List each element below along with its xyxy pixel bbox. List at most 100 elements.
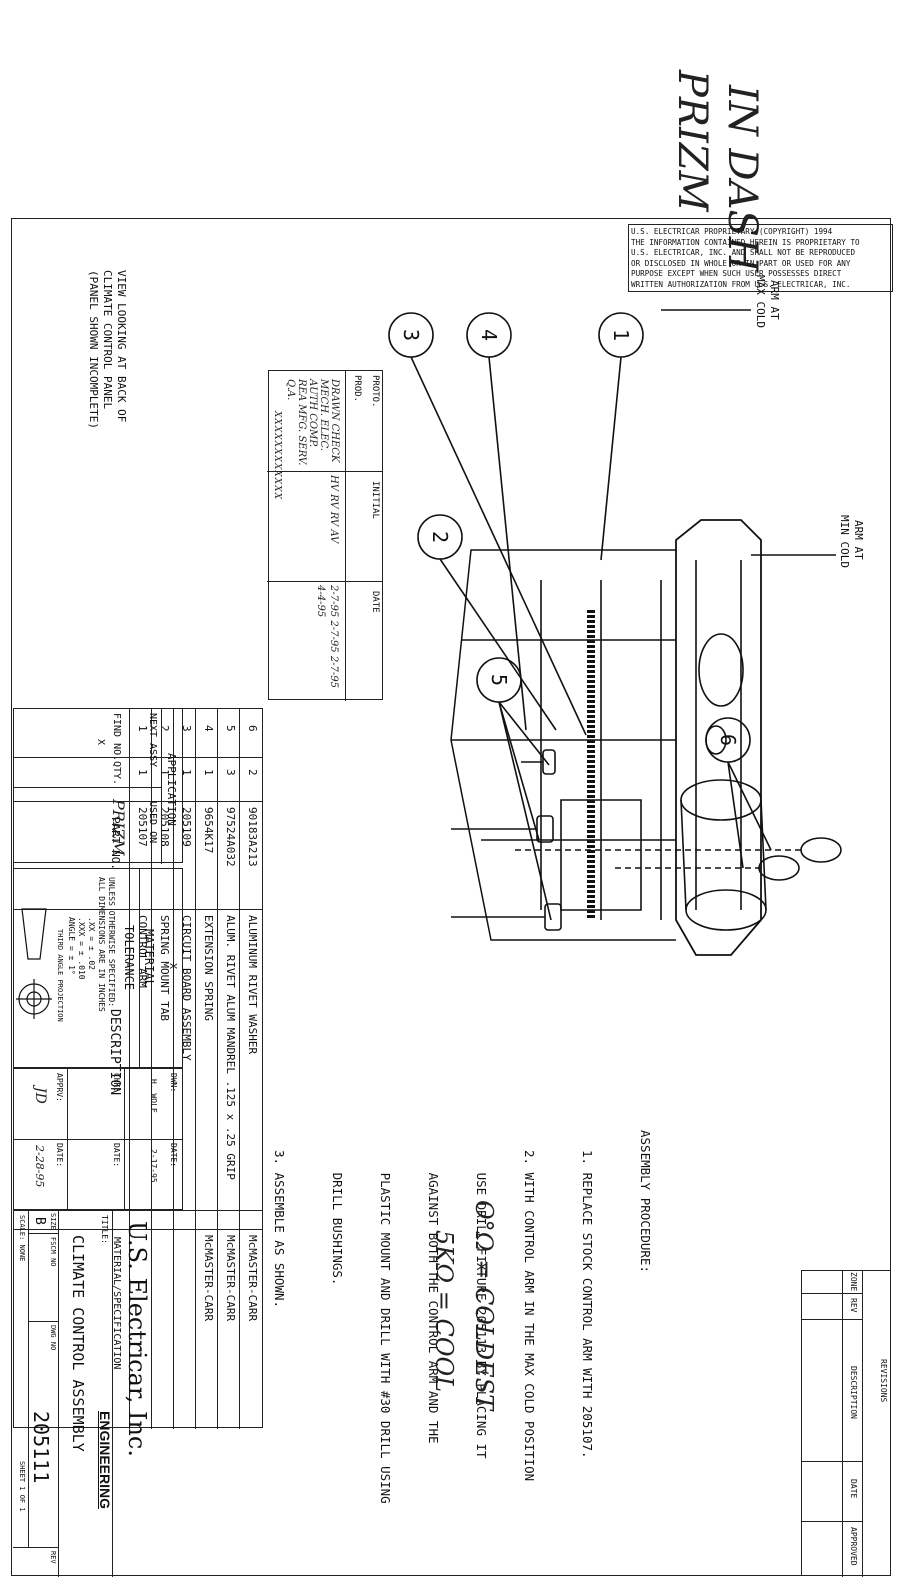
check-mark: X — [272, 418, 282, 426]
role-check: CHECK — [329, 423, 340, 463]
role-qa: Q.A. — [285, 379, 296, 401]
role-comp: COMP. — [307, 413, 318, 448]
prod-header: PROD. — [352, 375, 362, 403]
fscm-label: FSCM NO — [49, 1237, 57, 1267]
view-note: VIEW LOOKING AT BACK OF CLIMATE CONTROL … — [86, 270, 128, 429]
parts-description: EXTENSION SPRING — [202, 915, 215, 1021]
signoff-date-4: 4-4-95 — [315, 585, 326, 618]
procedure-line: 2. WITH CONTROL ARM IN THE MAX COLD POSI… — [522, 1150, 537, 1482]
dwg-label: DWG NO — [49, 1325, 57, 1351]
application-label: APPLICATION — [165, 753, 178, 826]
callout-numbers: 1 2 3 4 5 6 — [399, 329, 740, 746]
rivet-washers — [511, 837, 842, 881]
sheet-label: SHEET 1 OF 1 — [18, 1461, 26, 1512]
rev-label: REV — [49, 1551, 57, 1564]
view-note-line: CLIMATE CONTROL PANEL — [101, 270, 114, 410]
apprv-label: APPRV: — [55, 1073, 64, 1102]
callout-label-5: 5 — [487, 674, 511, 686]
chk-label: CHK: — [112, 1073, 121, 1093]
plastic-mount-part — [450, 549, 676, 941]
tolerance-line: .XXX = ± .010 — [77, 917, 86, 980]
arm-max-cold-label-1: ARM AT — [768, 280, 781, 320]
view-note-line: (PANEL SHOWN INCOMPLETE) — [87, 270, 100, 429]
department-label: ENGINEERING — [97, 1411, 113, 1510]
rev-rev-header: REV — [849, 1298, 858, 1313]
arm-max-cold-label-2: MAX COLD — [754, 275, 767, 328]
handwritten-legend-2: 5KΩ = COOL — [430, 1230, 458, 1393]
material-tolerance-block: X MATERIAL TOLERANCE UNLESS OTHERWISE SP… — [13, 868, 183, 1069]
rev-approved-header: APPROVED — [849, 1527, 858, 1566]
drawing-title: CLIMATE CONTROL ASSEMBLY — [69, 1235, 87, 1452]
role-auth: AUTH — [307, 379, 318, 411]
tolerance-line: ALL DIMENSIONS ARE IN INCHES — [97, 877, 106, 1012]
next-assy-x: X — [95, 739, 106, 746]
check-mark: X — [272, 440, 282, 449]
procedure-line: DRILL BUSHINGS. — [330, 1150, 345, 1286]
parts-find-no: 6 — [246, 725, 259, 732]
tolerance-line: UNLESS OTHERWISE SPECIFIED: — [107, 877, 116, 1008]
check-mark: X — [272, 485, 282, 493]
initial-4: AV — [328, 529, 339, 544]
company-title-block: U.S. Electricar, Inc. TITLE: ENGINEERING… — [13, 1210, 263, 1577]
company-name: U.S. Electricar, Inc. — [123, 1221, 151, 1457]
dwg-number: 205111 — [29, 1411, 53, 1484]
rev-date-header: DATE — [849, 1479, 858, 1499]
callout-label-6: 6 — [716, 734, 740, 746]
assembly-illustration: 1 2 3 4 5 6 ARM AT MAX COLD ARM AT MIN C… — [388, 275, 865, 956]
callout-5 — [476, 657, 552, 921]
signoff-grid: PROTO. PROD. INITIAL DATE DRAWN CHECK ME… — [267, 370, 383, 701]
parts-find-no: 5 — [224, 725, 237, 732]
chk-date-label: DATE: — [112, 1143, 121, 1168]
role-mfg: MFG. — [296, 404, 307, 433]
revision-block: REVISIONS ZONE REV DESCRIPTION DATE APPR… — [801, 1270, 891, 1577]
dwn-date: 2-17-95 — [149, 1149, 158, 1183]
procedure-line: 1. REPLACE STOCK CONTROL ARM WITH 205107… — [580, 1150, 595, 1459]
apprv-date: 2-28-95 — [33, 1145, 46, 1188]
handwritten-legend-1: O°Ω = COLDEST — [470, 1200, 498, 1411]
procedure-heading: ASSEMBLY PROCEDURE: — [638, 1130, 653, 1273]
projection-label: THIRD ANGLE PROJECTION — [56, 929, 64, 1022]
check-mark: X — [272, 455, 282, 463]
callout-label-2: 2 — [428, 531, 452, 543]
parts-part-no: 90183A213 — [246, 807, 259, 867]
check-mark: X — [272, 448, 282, 456]
procedure-line: PLASTIC MOUNT AND DRILL WITH #30 DRILL U… — [378, 1150, 393, 1504]
control-arm-part — [675, 519, 762, 956]
arm-min-cold-label-1: ARM AT — [852, 520, 865, 560]
size-label: SIZE — [49, 1213, 57, 1230]
signoff-date-2: 2-7-95 — [328, 620, 339, 653]
signoff-date-3: 2-7-95 — [328, 655, 339, 689]
callout-3 — [388, 312, 587, 736]
callout-1 — [598, 312, 644, 561]
parts-qty: 3 — [224, 769, 237, 776]
dwn-name: H. WOLF — [149, 1079, 158, 1113]
parts-description: ALUM. RIVET ALUM MANDREL .125 x .25 GRIP — [224, 915, 237, 1180]
used-on-label: USED ON — [147, 801, 158, 844]
scale-label: SCALE: NONE — [18, 1215, 26, 1262]
check-mark: X — [272, 492, 282, 501]
parts-find-no: 4 — [202, 725, 215, 732]
callout-2 — [417, 514, 557, 731]
initial-1: HV — [328, 475, 339, 491]
initial-2: RV — [328, 494, 339, 509]
title-label: TITLE: — [100, 1215, 109, 1244]
rev-description-header: DESCRIPTION — [849, 1366, 858, 1419]
revisions-title: REVISIONS — [879, 1359, 888, 1403]
approval-block: DWN: H. WOLF DATE: 2-17-95 CHK: DATE: AP… — [13, 1068, 183, 1211]
check-mark: X — [272, 470, 282, 478]
initial-3: RV — [328, 511, 339, 527]
arm-min-cold-label-2: MIN COLD — [838, 515, 851, 568]
callout-label-3: 3 — [399, 329, 423, 341]
next-assy-label: NEXT ASSY — [147, 713, 158, 768]
dwn-label: DWN: — [169, 1073, 178, 1093]
parts-qty: 1 — [202, 769, 215, 776]
parts-part-no: 97524A032 — [224, 807, 237, 867]
dwn-date-label: DATE: — [169, 1143, 178, 1168]
bushing-cylinders — [680, 779, 767, 931]
material-x: X — [167, 963, 178, 970]
callout-label-1: 1 — [609, 329, 633, 341]
parts-qty: 2 — [246, 769, 259, 776]
initial-header: INITIAL — [370, 481, 380, 519]
